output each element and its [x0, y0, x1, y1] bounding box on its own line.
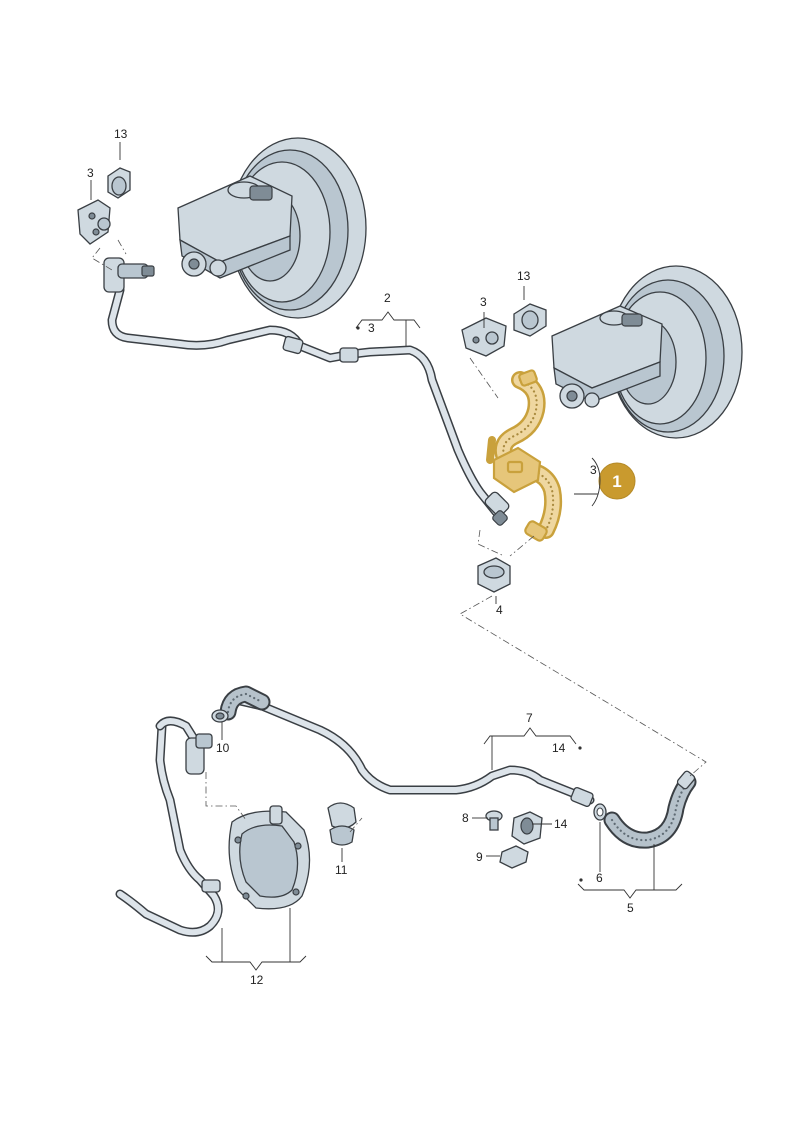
check-valve-10 — [185, 709, 229, 775]
bracket-3-right — [461, 317, 507, 357]
label-3-group: 3 — [590, 463, 597, 477]
label-3-topleft: 3 — [87, 166, 94, 180]
label-12: 12 — [250, 973, 264, 987]
label-14-group: 14 — [552, 741, 566, 755]
vacuum-pump — [228, 805, 311, 910]
label-13-right: 13 — [517, 269, 531, 283]
part-labels: 13 3 2 3 3 13 3 4 7 14 10 8 14 9 11 6 5 … — [87, 127, 634, 987]
label-10: 10 — [216, 741, 230, 755]
label-6: 6 — [596, 871, 603, 885]
check-valve-left — [103, 257, 155, 293]
rubber-mount-4 — [477, 557, 511, 593]
bolt-8 — [485, 810, 503, 831]
label-5: 5 — [627, 901, 634, 915]
brake-booster-right — [551, 265, 743, 439]
clip-11 — [327, 802, 357, 846]
connection-lines — [91, 239, 707, 833]
svg-text:1: 1 — [612, 472, 621, 491]
label-13-top: 13 — [114, 127, 128, 141]
label-11: 11 — [335, 863, 348, 877]
hose-lower-left — [219, 685, 271, 721]
nut-9 — [499, 845, 529, 869]
label-2: 2 — [384, 291, 391, 305]
callout-badge-1[interactable]: 1 — [598, 462, 636, 500]
vacuum-line-pump — [115, 716, 223, 937]
bracket-3-left — [77, 199, 111, 245]
label-3-right: 3 — [480, 295, 487, 309]
ring-6 — [593, 803, 607, 821]
label-4: 4 — [496, 603, 503, 617]
brake-booster-left — [177, 137, 367, 319]
label-8: 8 — [462, 811, 469, 825]
hose-5 — [603, 770, 697, 849]
vacuum-line-lower — [231, 695, 595, 807]
label-9: 9 — [476, 850, 483, 864]
vacuum-hose-assembly-highlighted — [486, 369, 563, 542]
clip-14 — [511, 811, 543, 845]
leader-dots — [356, 326, 583, 882]
grommet-13-right — [513, 303, 547, 337]
vacuum-line-upper-left — [107, 285, 510, 526]
label-3-under2: 3 — [368, 321, 375, 335]
label-14-clip: 14 — [554, 817, 568, 831]
grommet-13-left — [107, 167, 131, 199]
label-7: 7 — [526, 711, 533, 725]
leader-lines — [90, 142, 683, 971]
